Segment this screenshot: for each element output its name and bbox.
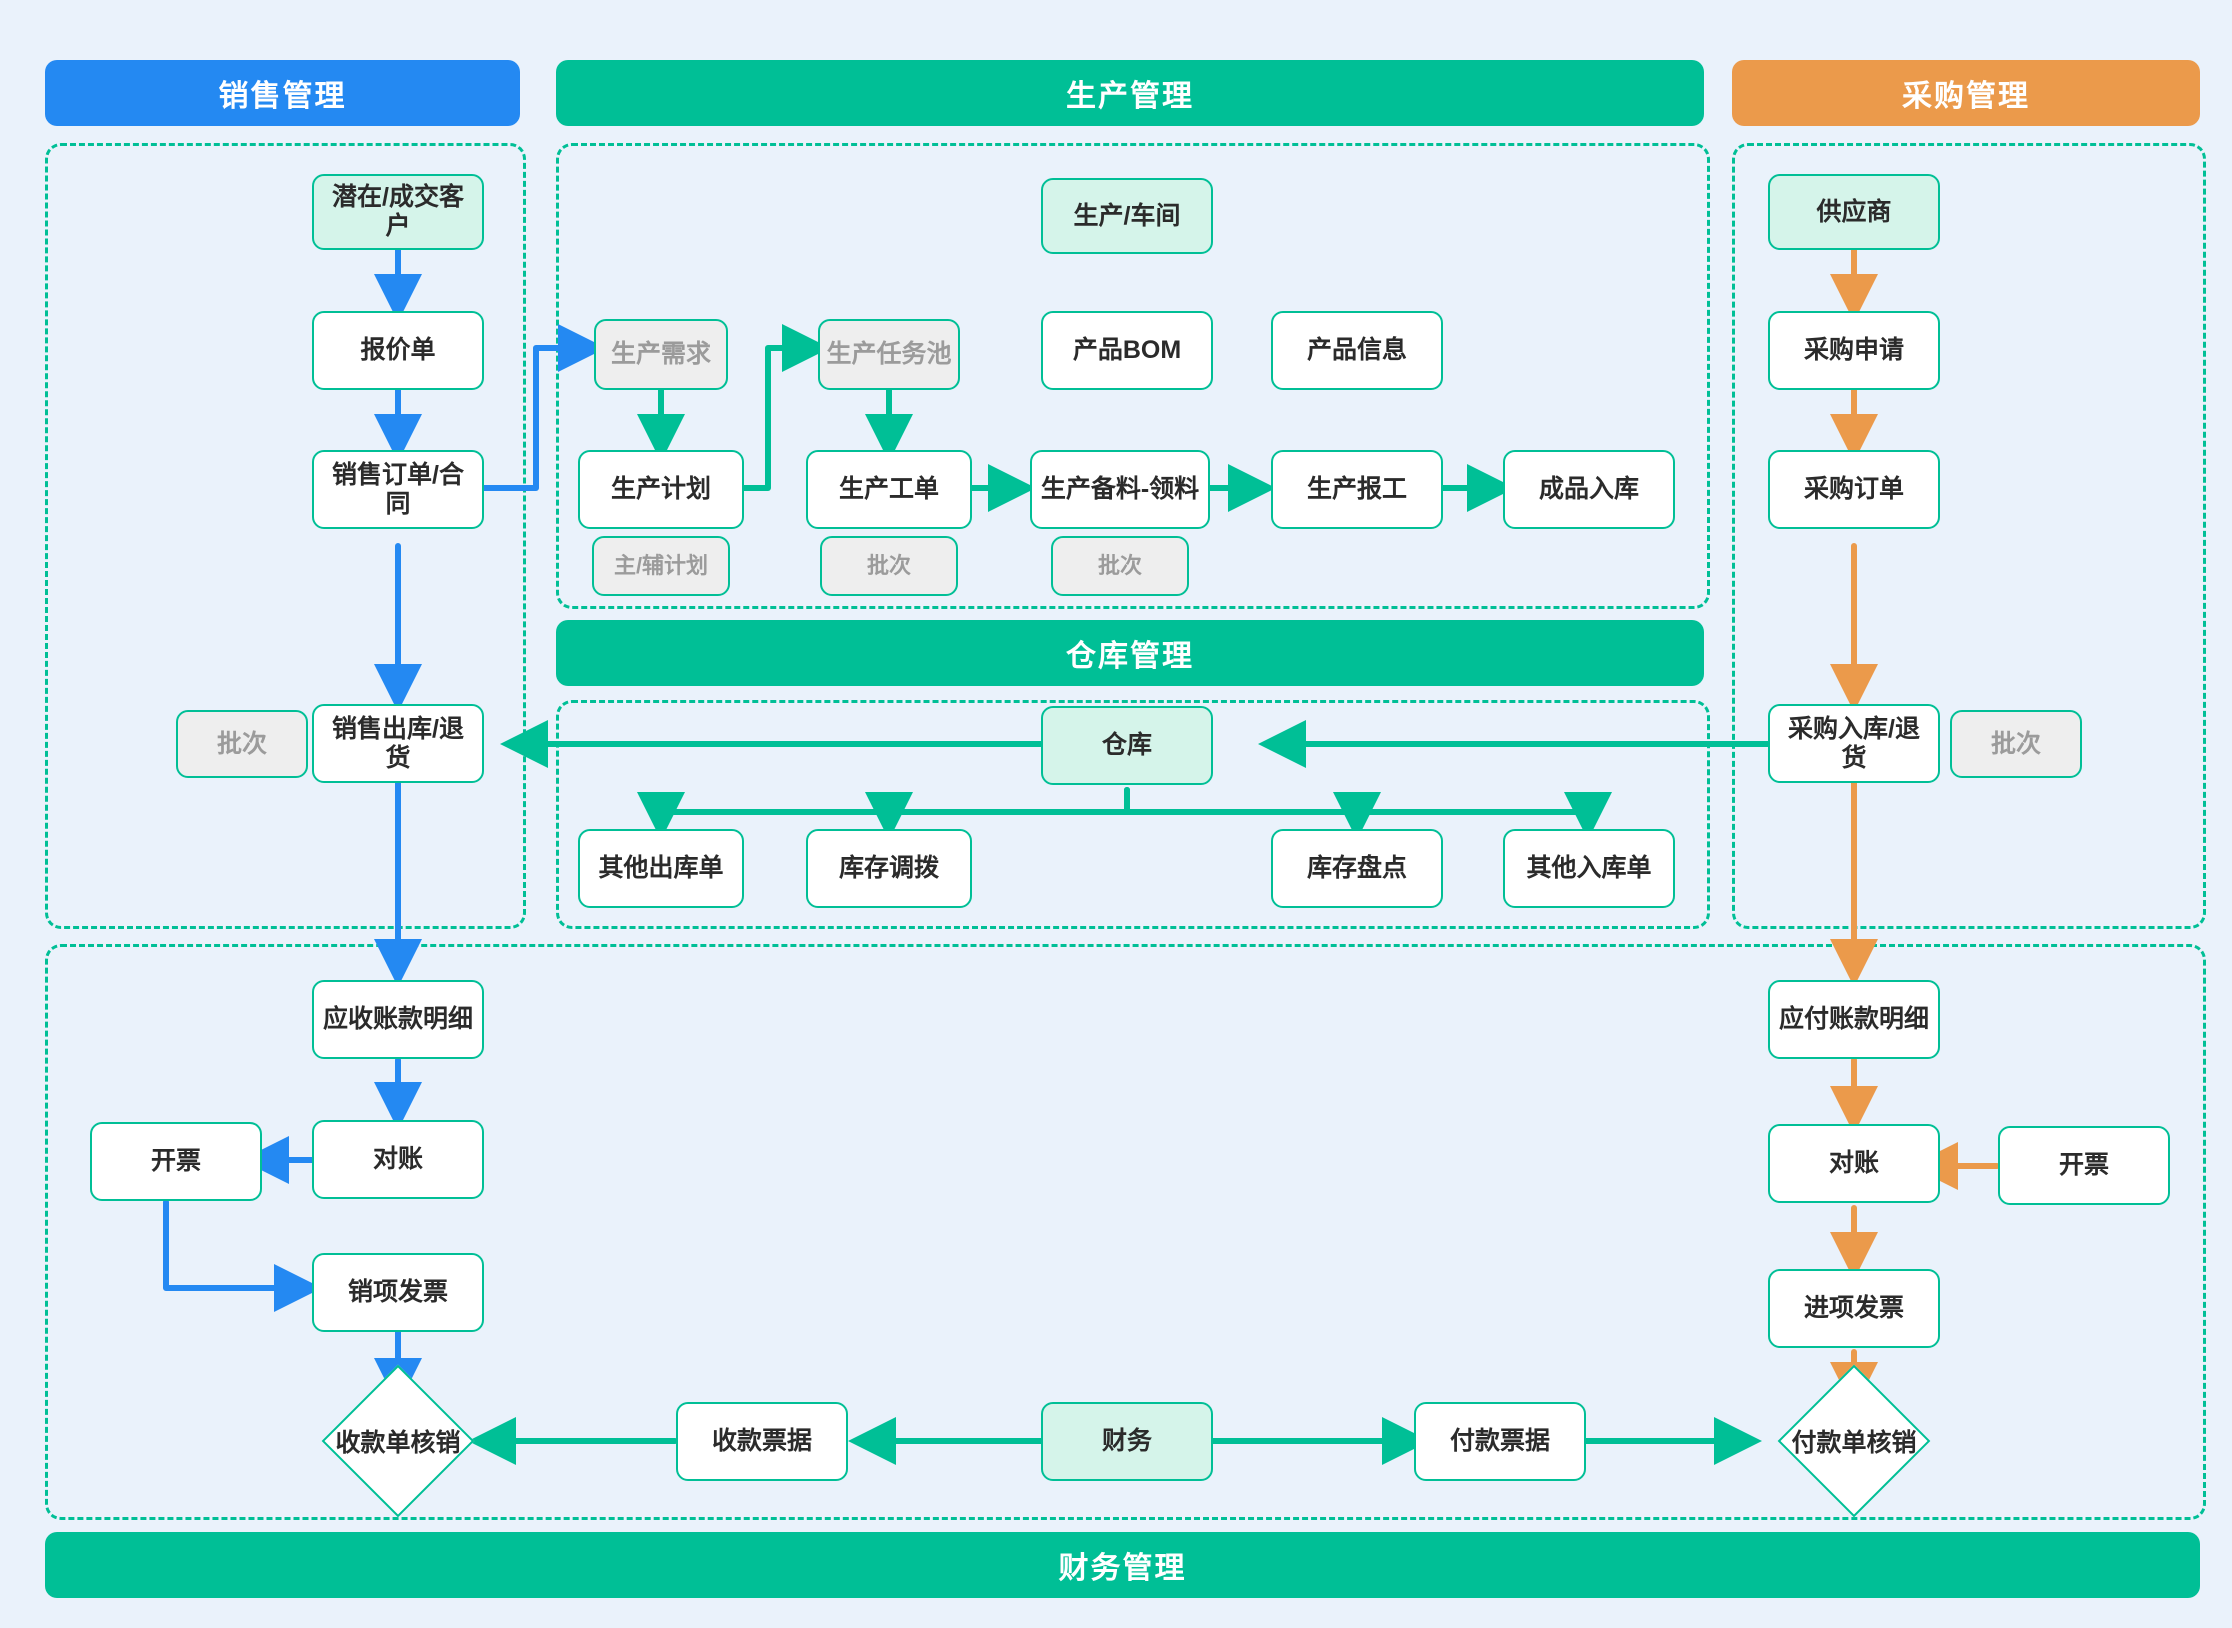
node-other-outbound[interactable]: 其他出库单 — [578, 829, 744, 908]
sales-group-frame — [45, 143, 526, 929]
node-work-order[interactable]: 生产工单 — [806, 450, 972, 529]
node-material-prep[interactable]: 生产备料-领料 — [1030, 450, 1210, 529]
node-production-demand[interactable]: 生产需求 — [594, 319, 728, 390]
node-potential-customer-label: 潜在/成交客户 — [332, 183, 464, 240]
node-other-outbound-label: 其他出库单 — [598, 854, 724, 883]
node-production-demand-label: 生产需求 — [610, 340, 711, 369]
node-sales-order-label: 销售订单/合同 — [332, 460, 464, 518]
section-header-sales: 销售管理 — [45, 60, 520, 126]
section-header-sales-label: 销售管理 — [218, 80, 347, 113]
section-header-production-label: 生产管理 — [1066, 80, 1194, 113]
section-header-finance-label: 财务管理 — [1058, 1552, 1187, 1585]
section-header-finance: 财务管理 — [45, 1532, 2200, 1598]
node-sales-invoice-issue[interactable]: 开票 — [90, 1122, 262, 1201]
node-other-inbound[interactable]: 其他入库单 — [1503, 829, 1675, 908]
node-sales-invoice-issue-label: 开票 — [150, 1147, 201, 1176]
node-payable-detail-label: 应付账款明细 — [1778, 1005, 1929, 1034]
node-work-order-label: 生产工单 — [838, 475, 939, 504]
node-potential-customer[interactable]: 潜在/成交客户 — [312, 174, 484, 250]
node-supplier-label: 供应商 — [1816, 197, 1892, 226]
node-sales-outbound-batch-tag[interactable]: 批次 — [176, 710, 308, 778]
node-production-plan-tag[interactable]: 主/辅计划 — [592, 536, 730, 596]
node-receipt-writeoff-label: 收款单核销 — [335, 1429, 461, 1457]
node-warehouse-store[interactable]: 仓库 — [1041, 706, 1213, 785]
purchase-group-frame — [1732, 143, 2206, 929]
node-production-plan-tag-label: 主/辅计划 — [613, 553, 709, 579]
section-header-warehouse-label: 仓库管理 — [1066, 640, 1194, 673]
node-task-pool[interactable]: 生产任务池 — [818, 319, 960, 390]
node-product-bom-label: 产品BOM — [1072, 336, 1182, 365]
node-sales-outbound[interactable]: 销售出库/退货 — [312, 704, 484, 783]
warehouse-group-frame — [556, 700, 1710, 929]
node-quotation[interactable]: 报价单 — [312, 311, 484, 390]
node-workshop[interactable]: 生产/车间 — [1041, 178, 1213, 254]
node-finance-center[interactable]: 财务 — [1041, 1402, 1213, 1481]
node-stock-transfer[interactable]: 库存调拨 — [806, 829, 972, 908]
node-production-plan[interactable]: 生产计划 — [578, 450, 744, 529]
node-finished-inbound-label: 成品入库 — [1538, 475, 1639, 504]
node-sales-reconcile[interactable]: 对账 — [312, 1120, 484, 1199]
node-purchase-invoice-issue[interactable]: 开票 — [1998, 1126, 2170, 1205]
node-warehouse-store-label: 仓库 — [1101, 731, 1152, 760]
node-finished-inbound[interactable]: 成品入库 — [1503, 450, 1675, 529]
finance-group-frame — [45, 944, 2206, 1520]
section-header-purchase: 采购管理 — [1732, 60, 2200, 126]
node-finance-center-label: 财务 — [1101, 1427, 1152, 1456]
node-input-invoice[interactable]: 进项发票 — [1768, 1269, 1940, 1348]
section-header-purchase-label: 采购管理 — [1902, 80, 2030, 113]
node-report-work-label: 生产报工 — [1306, 475, 1407, 504]
node-payment-writeoff-label: 付款单核销 — [1791, 1429, 1917, 1457]
node-sales-outbound-batch-tag-label: 批次 — [216, 729, 267, 758]
node-payment-voucher-label: 付款票据 — [1449, 1427, 1550, 1456]
node-output-invoice-label: 销项发票 — [347, 1278, 448, 1307]
node-product-info[interactable]: 产品信息 — [1271, 311, 1443, 390]
node-other-inbound-label: 其他入库单 — [1526, 854, 1652, 883]
node-task-pool-label: 生产任务池 — [826, 340, 952, 369]
node-stocktake[interactable]: 库存盘点 — [1271, 829, 1443, 908]
node-material-prep-tag-label: 批次 — [1097, 553, 1142, 579]
node-receipt-writeoff[interactable]: 收款单核销 — [303, 1364, 493, 1518]
node-purchase-requisition-label: 采购申请 — [1803, 336, 1904, 365]
node-stocktake-label: 库存盘点 — [1306, 854, 1407, 883]
section-header-warehouse: 仓库管理 — [556, 620, 1704, 686]
node-receipt-voucher[interactable]: 收款票据 — [676, 1402, 848, 1481]
node-receivable-detail-label: 应收账款明细 — [322, 1005, 473, 1034]
node-material-prep-tag[interactable]: 批次 — [1051, 536, 1189, 596]
node-receipt-voucher-label: 收款票据 — [711, 1427, 812, 1456]
node-purchase-inbound-batch-tag-label: 批次 — [1990, 729, 2041, 758]
node-purchase-invoice-issue-label: 开票 — [2058, 1151, 2109, 1180]
node-work-order-tag[interactable]: 批次 — [820, 536, 958, 596]
section-header-production: 生产管理 — [556, 60, 1704, 126]
node-sales-reconcile-label: 对账 — [372, 1145, 423, 1174]
node-purchase-reconcile-label: 对账 — [1828, 1149, 1879, 1178]
node-payable-detail[interactable]: 应付账款明细 — [1768, 980, 1940, 1059]
node-purchase-inbound-batch-tag[interactable]: 批次 — [1950, 710, 2082, 778]
node-purchase-inbound[interactable]: 采购入库/退货 — [1768, 704, 1940, 783]
node-sales-order[interactable]: 销售订单/合同 — [312, 450, 484, 529]
node-payment-writeoff[interactable]: 付款单核销 — [1759, 1364, 1949, 1518]
node-purchase-order[interactable]: 采购订单 — [1768, 450, 1940, 529]
node-purchase-requisition[interactable]: 采购申请 — [1768, 311, 1940, 390]
node-quotation-label: 报价单 — [360, 336, 436, 365]
node-production-plan-label: 生产计划 — [610, 475, 711, 504]
node-product-bom[interactable]: 产品BOM — [1041, 311, 1213, 390]
node-sales-outbound-label: 销售出库/退货 — [332, 714, 464, 772]
node-product-info-label: 产品信息 — [1306, 336, 1407, 365]
node-output-invoice[interactable]: 销项发票 — [312, 1253, 484, 1332]
node-supplier[interactable]: 供应商 — [1768, 174, 1940, 250]
node-report-work[interactable]: 生产报工 — [1271, 450, 1443, 529]
node-stock-transfer-label: 库存调拨 — [838, 854, 939, 883]
node-work-order-tag-label: 批次 — [866, 553, 911, 579]
node-purchase-inbound-label: 采购入库/退货 — [1788, 714, 1920, 772]
node-payment-voucher[interactable]: 付款票据 — [1414, 1402, 1586, 1481]
node-receivable-detail[interactable]: 应收账款明细 — [312, 980, 484, 1059]
node-purchase-order-label: 采购订单 — [1803, 475, 1904, 504]
node-purchase-reconcile[interactable]: 对账 — [1768, 1124, 1940, 1203]
node-material-prep-label: 生产备料-领料 — [1040, 475, 1200, 504]
node-input-invoice-label: 进项发票 — [1803, 1294, 1904, 1323]
node-workshop-label: 生产/车间 — [1073, 201, 1181, 230]
